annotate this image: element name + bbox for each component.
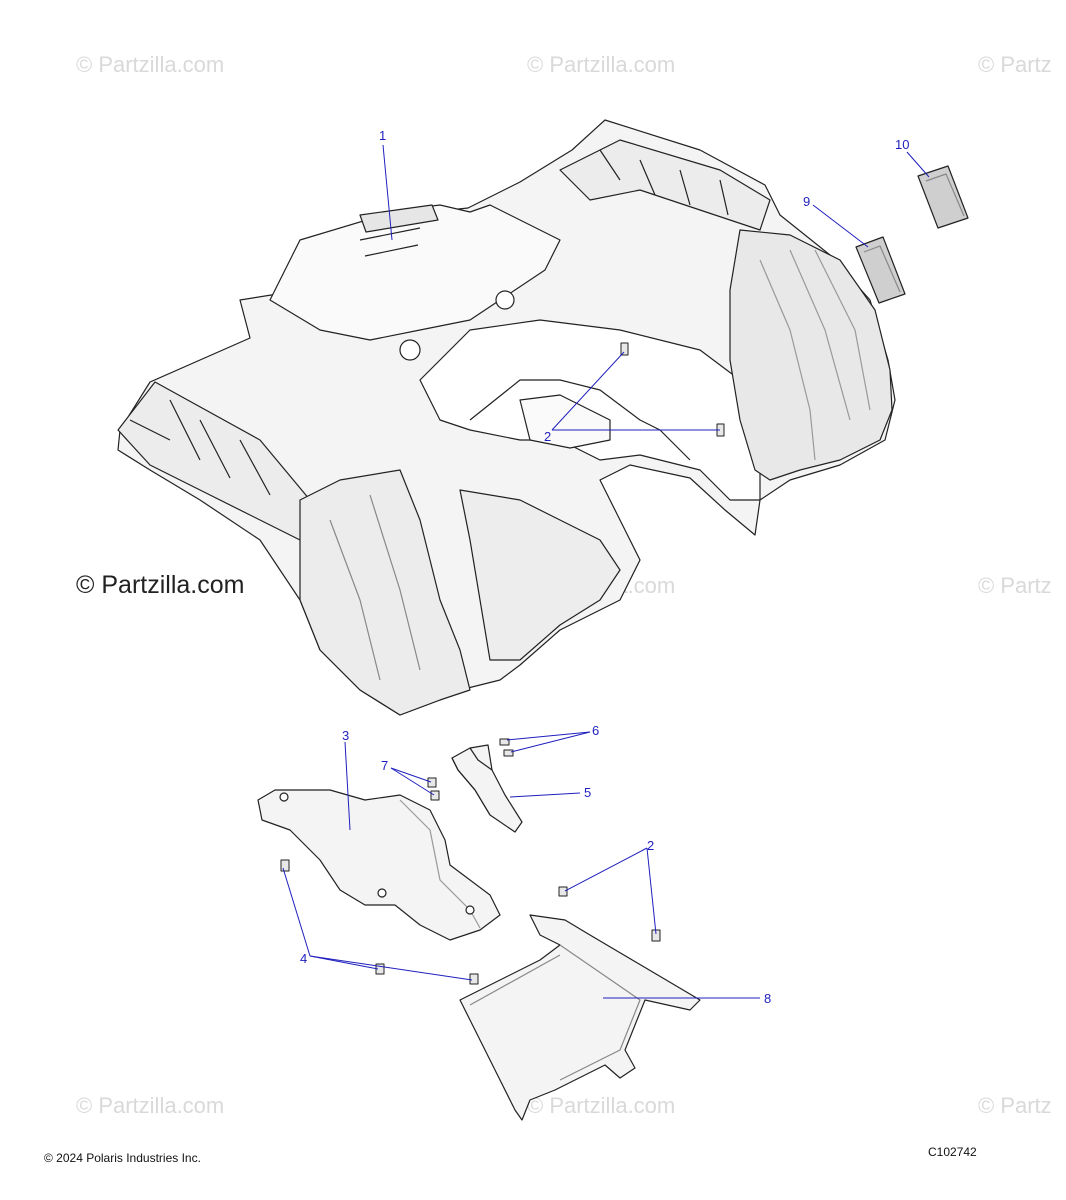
callout-4: 4 [300, 951, 308, 966]
watermark-mid-right: © Partz [978, 573, 1052, 598]
decal-9 [855, 236, 906, 304]
fastener-7-b [430, 790, 440, 801]
callout-5: 5 [584, 785, 592, 800]
fastener-4-c [469, 973, 479, 985]
callout-2-upper: 2 [544, 429, 552, 444]
callout-9: 9 [803, 194, 811, 209]
callout-7: 7 [381, 758, 389, 773]
watermark-bottom-center: © Partzilla.com [527, 1093, 676, 1118]
watermark-bottom-right: © Partz [978, 1093, 1052, 1118]
callout-3: 3 [342, 728, 350, 743]
fastener-2-upper-a [620, 342, 629, 356]
leader-lines [282, 144, 930, 999]
watermark-top-center: © Partzilla.com [527, 52, 676, 77]
lower-shield [459, 914, 701, 1121]
heat-shield [257, 789, 501, 941]
callout-8: 8 [764, 991, 772, 1006]
fastener-4-a [280, 859, 290, 872]
fastener-6-b [503, 749, 514, 757]
watermark-main: © Partzilla.com [76, 571, 245, 599]
fastener-2-lower-a [558, 886, 568, 897]
fasteners [280, 342, 725, 985]
decal-10 [917, 165, 969, 229]
watermark-top-right: © Partz [978, 52, 1052, 77]
callout-6: 6 [592, 723, 600, 738]
watermark-bottom-left: © Partzilla.com [76, 1093, 225, 1118]
fastener-7-a [427, 777, 437, 788]
watermark-top-left: © Partzilla.com [76, 52, 225, 77]
diagram-id: C102742 [928, 1145, 977, 1159]
rear-fender-body [117, 119, 896, 716]
callout-1: 1 [379, 128, 387, 143]
callout-10: 10 [895, 137, 910, 152]
fastener-6-a [499, 738, 510, 746]
copyright-text: © 2024 Polaris Industries Inc. [44, 1151, 201, 1165]
bracket [451, 744, 523, 833]
callout-2-lower: 2 [647, 838, 655, 853]
